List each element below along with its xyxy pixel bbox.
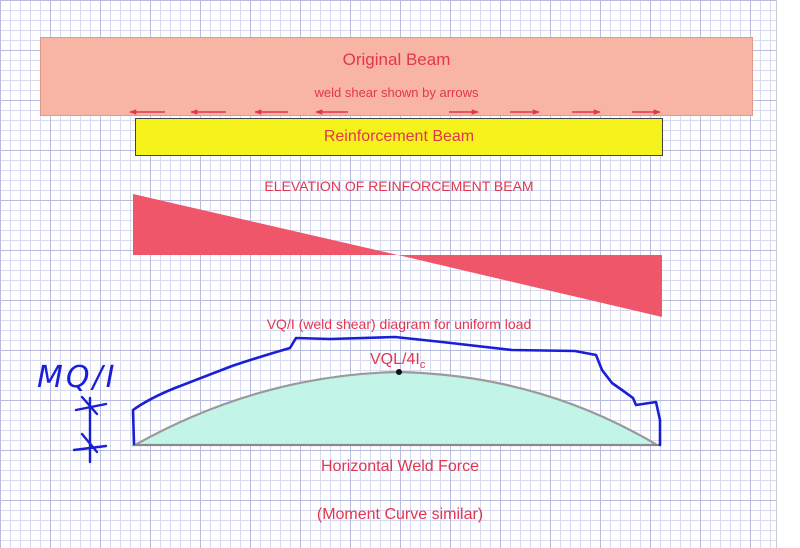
weld-force-curve (130, 370, 661, 447)
peak-label-main: VQL/4I (370, 351, 420, 368)
peak-point (396, 369, 402, 375)
moment-curve-caption: (Moment Curve similar) (316, 506, 484, 523)
peak-label-sub: c (420, 359, 426, 371)
shear-diagram-title: VQ/I (weld shear) diagram for uniform lo… (266, 316, 532, 332)
handwritten-envelope (131, 335, 662, 447)
handwritten-mq-note: MQ/I (37, 360, 117, 395)
weld-shear-note: weld shear shown by arrows (314, 85, 479, 100)
original-beam: Original Beam weld shear shown by arrows (40, 37, 753, 116)
elevation-title: ELEVATION OF REINFORCEMENT BEAM (264, 178, 534, 194)
shear-triangle-right (398, 255, 662, 317)
weld-force-caption: Horizontal Weld Force (321, 458, 479, 475)
dimension-ticks (72, 395, 108, 464)
shear-triangle-left (133, 194, 398, 255)
peak-label: VQL/4Ic (370, 351, 426, 371)
original-beam-title: Original Beam (342, 50, 451, 69)
page-edge (776, 0, 800, 548)
reinforcement-beam: Reinforcement Beam (135, 118, 663, 156)
